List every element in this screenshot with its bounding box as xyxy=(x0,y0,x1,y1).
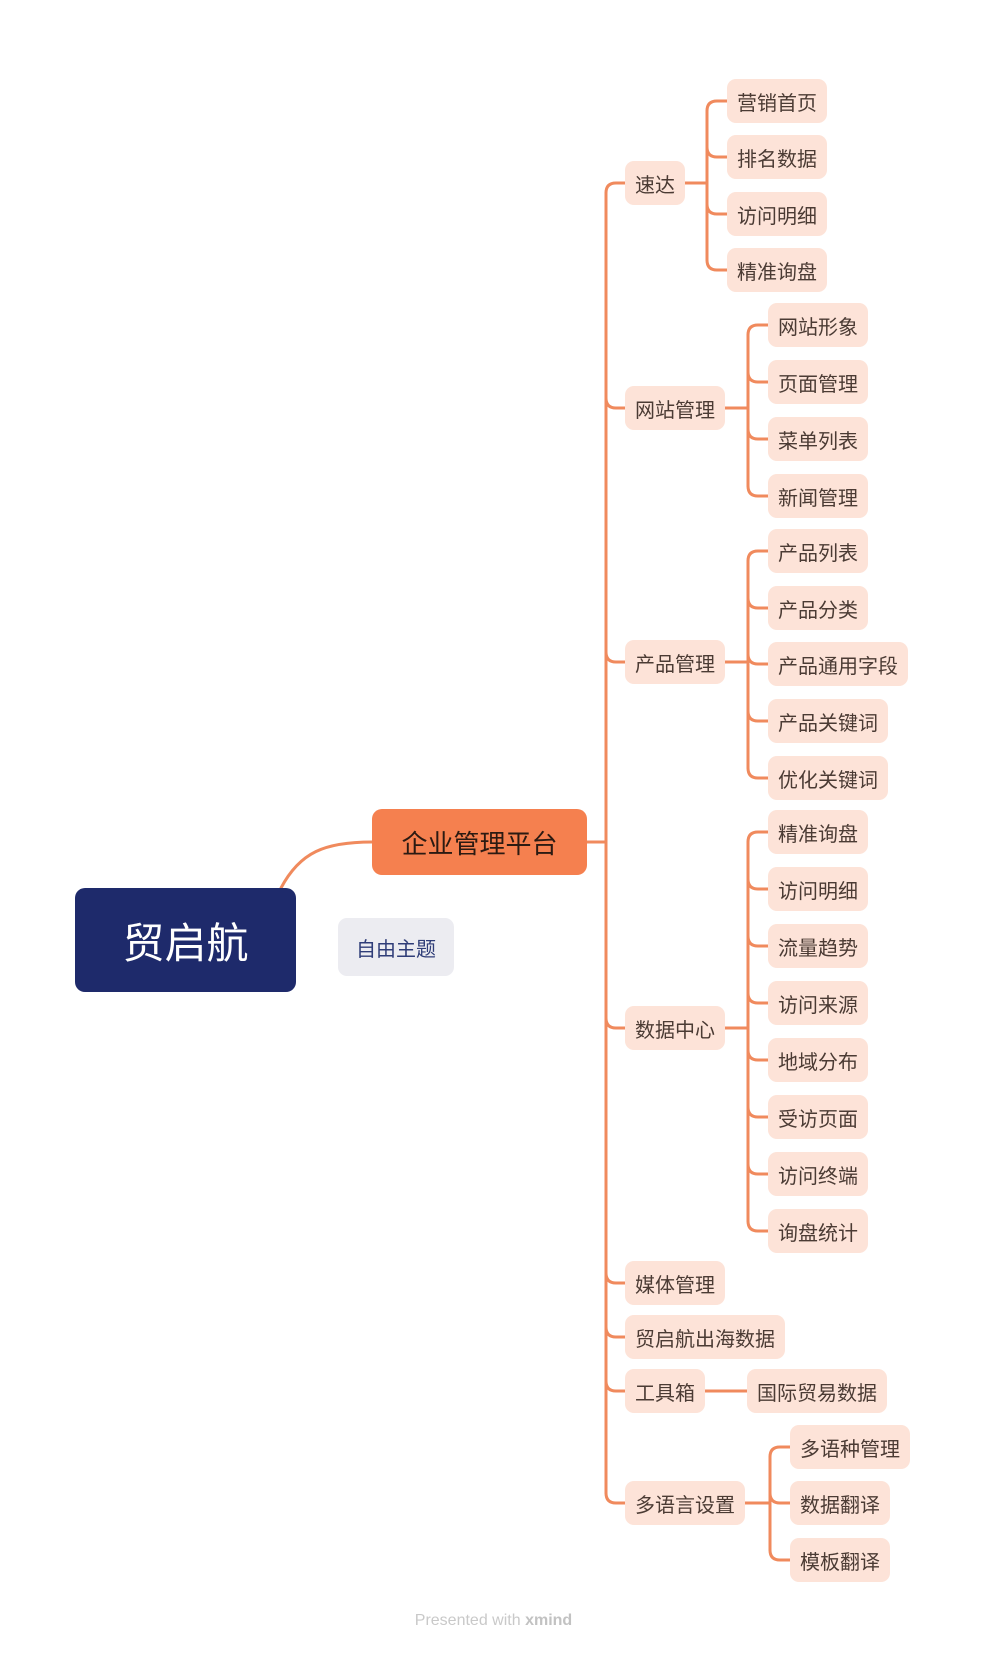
main-topic[interactable]: 企业管理平台 xyxy=(372,809,587,875)
sub-topic[interactable]: 地域分布 xyxy=(768,1038,868,1082)
sub-topic[interactable]: 网站形象 xyxy=(768,303,868,347)
sub-topic[interactable]: 访问来源 xyxy=(768,981,868,1025)
branch-topic[interactable]: 速达 xyxy=(625,161,685,205)
branch-topic[interactable]: 媒体管理 xyxy=(625,1261,725,1305)
sub-topic[interactable]: 精准询盘 xyxy=(727,248,827,292)
sub-topic[interactable]: 排名数据 xyxy=(727,135,827,179)
branch-topic[interactable]: 数据中心 xyxy=(625,1006,725,1050)
sub-topic[interactable]: 询盘统计 xyxy=(768,1209,868,1253)
branch-topic[interactable]: 工具箱 xyxy=(625,1369,705,1413)
sub-topic[interactable]: 产品关键词 xyxy=(768,699,888,743)
sub-topic[interactable]: 访问明细 xyxy=(727,192,827,236)
sub-topic[interactable]: 模板翻译 xyxy=(790,1538,890,1582)
presented-with-footer: Presented with xmind xyxy=(0,1612,987,1630)
sub-topic[interactable]: 访问明细 xyxy=(768,867,868,911)
sub-topic[interactable]: 产品通用字段 xyxy=(768,642,908,686)
branch-topic[interactable]: 多语言设置 xyxy=(625,1481,745,1525)
sub-topic[interactable]: 受访页面 xyxy=(768,1095,868,1139)
sub-topic[interactable]: 菜单列表 xyxy=(768,417,868,461)
branch-topic[interactable]: 网站管理 xyxy=(625,386,725,430)
footer-prefix: Presented with xyxy=(414,1612,521,1629)
sub-topic[interactable]: 优化关键词 xyxy=(768,756,888,800)
sub-topic[interactable]: 精准询盘 xyxy=(768,810,868,854)
sub-topic[interactable]: 国际贸易数据 xyxy=(747,1369,887,1413)
branch-topic[interactable]: 产品管理 xyxy=(625,640,725,684)
sub-topic[interactable]: 流量趋势 xyxy=(768,924,868,968)
branch-topic[interactable]: 贸启航出海数据 xyxy=(625,1315,785,1359)
sub-topic[interactable]: 数据翻译 xyxy=(790,1481,890,1525)
sub-topic[interactable]: 多语种管理 xyxy=(790,1425,910,1469)
sub-topic[interactable]: 页面管理 xyxy=(768,360,868,404)
root-topic[interactable]: 贸启航 xyxy=(75,888,296,992)
sub-topic[interactable]: 新闻管理 xyxy=(768,474,868,518)
sub-topic[interactable]: 营销首页 xyxy=(727,79,827,123)
xmind-logo-text: xmind xyxy=(525,1612,573,1629)
sub-topic[interactable]: 产品列表 xyxy=(768,529,868,573)
sub-topic[interactable]: 访问终端 xyxy=(768,1152,868,1196)
sub-topic[interactable]: 产品分类 xyxy=(768,586,868,630)
floating-topic[interactable]: 自由主题 xyxy=(338,918,454,976)
